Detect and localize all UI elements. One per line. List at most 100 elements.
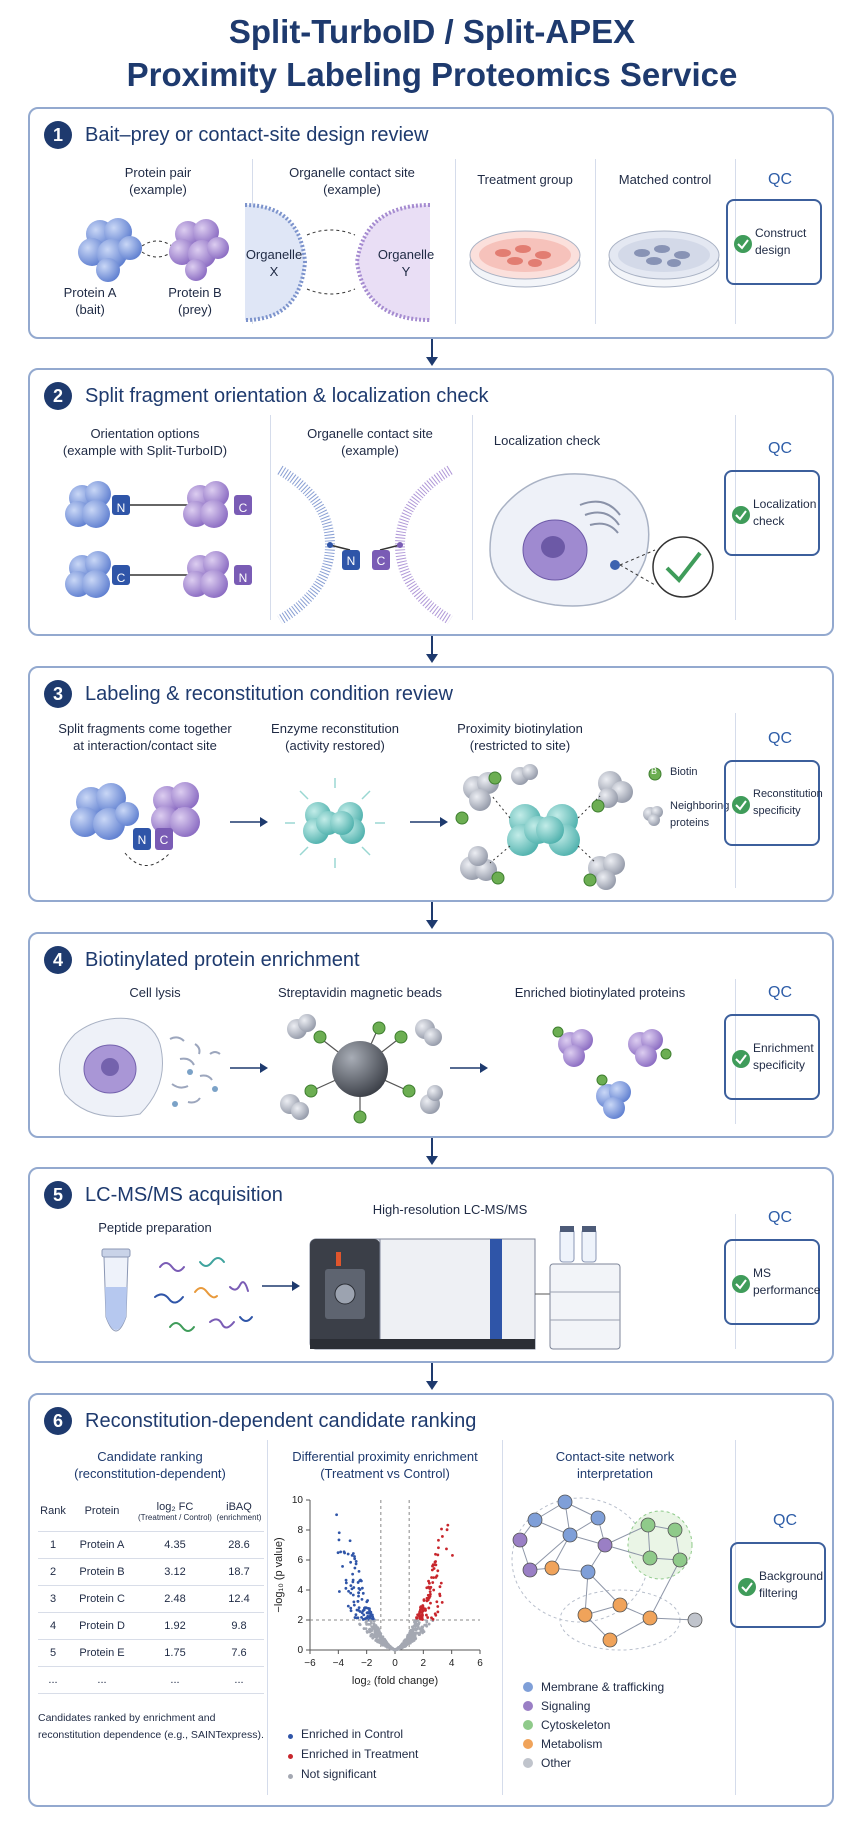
neighboring-protein-icon [643,806,663,826]
arrow-down-icon [426,1363,438,1390]
organelle-contact-illustration [244,203,431,322]
cell-lysis-label: Cell lysis [129,985,181,1000]
point-enriched-treatment [436,1605,440,1608]
option-1 [65,481,252,528]
point-not-significant [407,1633,410,1637]
arrow-down-icon [426,1138,438,1165]
point-enriched-treatment [431,1617,435,1621]
point-enriched-treatment [424,1613,428,1617]
point-enriched-treatment [434,1575,438,1579]
point-enriched-control [354,1560,358,1563]
table-row: ............ [38,1666,264,1694]
point-not-significant [371,1636,375,1640]
treatment-dish-illustration [469,230,581,288]
network-edge [609,1617,651,1641]
mass-spectrometer-illustration [309,1226,621,1350]
orientation-label: Orientation options(example with Split-T… [62,426,228,458]
network-edge [649,1617,696,1621]
network-edge [529,1534,571,1571]
point-enriched-control [344,1586,348,1590]
point-enriched-control [356,1599,360,1603]
point-enriched-treatment [438,1585,442,1589]
network-edge [649,1559,681,1619]
point-not-significant [411,1633,415,1637]
point-not-significant [370,1621,373,1625]
network-node [642,1550,658,1566]
network-node [602,1632,618,1648]
point-enriched-control [357,1594,360,1598]
point-enriched-control [344,1581,348,1585]
streptavidin-beads-label: Streptavidin magnetic beads [277,985,443,1000]
peptide-tube-illustration [101,1248,253,1332]
step-number: 6 [44,1407,72,1435]
point-not-significant [367,1628,371,1632]
point-enriched-control [367,1611,371,1615]
point-not-significant [424,1623,428,1627]
check-icon [732,1050,750,1068]
point-enriched-treatment [436,1569,440,1573]
point-enriched-treatment [445,1547,448,1551]
point-enriched-control [355,1608,359,1612]
legend-not-significant: Not significant [288,1766,376,1782]
protein-a-label: Protein A(bait) [63,285,117,317]
point-enriched-treatment [426,1598,430,1602]
contact-site-label: Organelle contact site(example) [289,165,415,197]
point-not-significant [427,1622,431,1626]
protein-header: Protein [68,1491,136,1532]
point-not-significant [379,1638,382,1642]
qc-label: QC [768,440,792,457]
step-title: Labeling & reconstitution condition revi… [85,683,453,705]
point-not-significant [372,1619,376,1623]
step-4-panel: 4 Biotinylated protein enrichment Cell l… [28,932,834,1138]
point-enriched-control [356,1581,360,1584]
network-node [562,1527,578,1543]
legend-metabolism: Metabolism [523,1736,602,1752]
step-number: 4 [44,946,72,974]
network-edge [587,1571,621,1606]
network-node [640,1517,656,1533]
point-enriched-treatment [421,1604,425,1607]
ibaq-header: iBAQ(enrichment) [214,1491,264,1532]
point-enriched-treatment [431,1563,435,1567]
page-title: Split-TurboID / Split-APEX Proximity Lab… [0,10,864,96]
point-enriched-control [360,1615,363,1619]
y-tick-label: 10 [292,1495,304,1506]
point-not-significant [416,1625,420,1629]
option-2 [65,551,252,598]
point-enriched-treatment [433,1612,437,1616]
point-enriched-treatment [433,1560,437,1564]
network-node [557,1494,573,1510]
point-enriched-control [346,1552,350,1556]
matched-control-label: Matched control [618,172,712,187]
point-not-significant [365,1631,369,1634]
point-enriched-control [337,1531,341,1535]
point-enriched-treatment [422,1598,426,1602]
legend-signaling: Signaling [523,1698,590,1714]
point-enriched-treatment [428,1590,432,1593]
biotinylation-illustration [455,764,633,890]
arrow-down-icon [426,339,438,366]
c-tag: C [116,571,126,585]
point-not-significant [412,1624,416,1628]
step-number: 5 [44,1181,72,1209]
point-not-significant [411,1628,415,1631]
point-not-significant [403,1644,407,1648]
point-not-significant [389,1646,393,1650]
protein-a-blob [78,218,142,282]
rank-header: Rank [38,1491,68,1532]
point-not-significant [403,1640,407,1644]
c-tag: C [376,554,386,568]
point-enriched-control [349,1606,353,1610]
point-not-significant [372,1623,376,1627]
point-enriched-treatment [428,1594,432,1598]
point-enriched-control [361,1591,365,1595]
treatment-group-label: Treatment group [477,172,573,187]
legend-membrane: Membrane & trafficking [523,1679,664,1695]
